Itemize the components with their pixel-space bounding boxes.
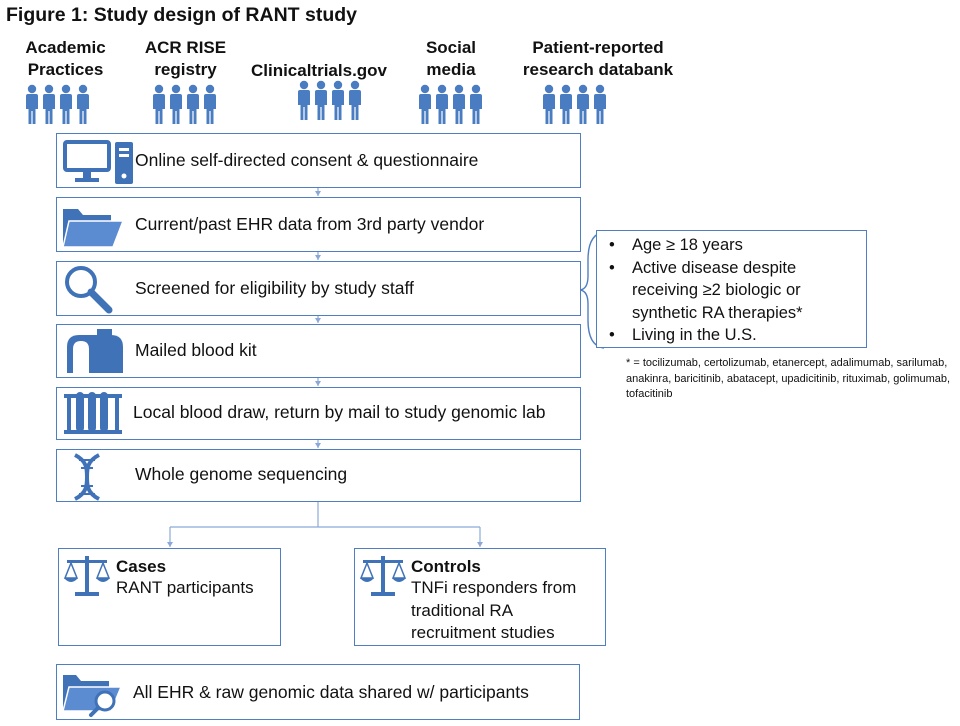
controls-box: Controls TNFi responders from traditiona… (354, 548, 606, 646)
cases-text: Cases RANT participants (116, 557, 254, 600)
step-consent-text: Online self-directed consent & questionn… (135, 150, 479, 170)
folder-search-icon (62, 675, 123, 717)
people-group-icon (297, 80, 367, 122)
step-consent-box: Online self-directed consent & questionn… (56, 133, 581, 188)
controls-text: Controls TNFi responders from traditiona… (411, 557, 601, 645)
test-tubes-icon (64, 392, 122, 434)
step-sequencing-text: Whole genome sequencing (135, 464, 348, 484)
criteria-item: Active disease despite receiving ≥2 biol… (609, 257, 852, 325)
source-social-media: Social media (425, 38, 477, 79)
step-blood-kit-text: Mailed blood kit (135, 340, 257, 360)
people-group-icon (542, 84, 612, 126)
criteria-item: Age ≥ 18 years (609, 234, 852, 257)
cases-box: Cases RANT participants (58, 548, 281, 646)
step-sequencing-box: Whole genome sequencing (56, 449, 581, 502)
people-group-icon (25, 84, 95, 126)
criteria-list: Age ≥ 18 years Active disease despite re… (609, 234, 852, 347)
step-ehr-box: Current/past EHR data from 3rd party ven… (56, 197, 581, 252)
step-screening-box: Screened for eligibility by study staff (56, 261, 581, 316)
source-clinicaltrials: Clinicaltrials.gov (250, 61, 388, 80)
source-acr-rise-registry: ACR RISE registry (144, 38, 227, 79)
scale-icon (359, 556, 407, 596)
cases-title: Cases (116, 557, 167, 576)
people-group-icon (418, 84, 488, 126)
magnifier-icon (65, 266, 113, 314)
computer-icon (63, 140, 133, 184)
therapies-footnote: * = tocilizumab, certolizumab, etanercep… (626, 357, 951, 400)
eligibility-criteria-box: Age ≥ 18 years Active disease despite re… (596, 230, 867, 348)
dna-icon (73, 453, 101, 501)
figure-title: Figure 1: Study design of RANT study (6, 4, 358, 26)
controls-desc: TNFi responders from traditional RA recr… (411, 578, 577, 642)
data-sharing-box: All EHR & raw genomic data shared w/ par… (56, 664, 580, 720)
step-blood-draw-text: Local blood draw, return by mail to stud… (133, 402, 546, 422)
mailbox-icon (67, 329, 123, 373)
people-group-icon (152, 84, 222, 126)
step-screening-text: Screened for eligibility by study staff (135, 278, 414, 298)
data-sharing-text: All EHR & raw genomic data shared w/ par… (133, 682, 529, 702)
scale-icon (63, 556, 111, 596)
step-blood-kit-box: Mailed blood kit (56, 324, 581, 378)
source-academic-practices: Academic Practices (25, 38, 106, 79)
controls-title: Controls (411, 557, 481, 576)
step-blood-draw-box: Local blood draw, return by mail to stud… (56, 387, 581, 440)
source-patient-databank: Patient-reported research databank (522, 38, 674, 79)
step-ehr-text: Current/past EHR data from 3rd party ven… (135, 214, 485, 234)
cases-desc: RANT participants (116, 578, 254, 597)
criteria-item: Living in the U.S. (609, 324, 852, 347)
folder-icon (62, 209, 125, 248)
